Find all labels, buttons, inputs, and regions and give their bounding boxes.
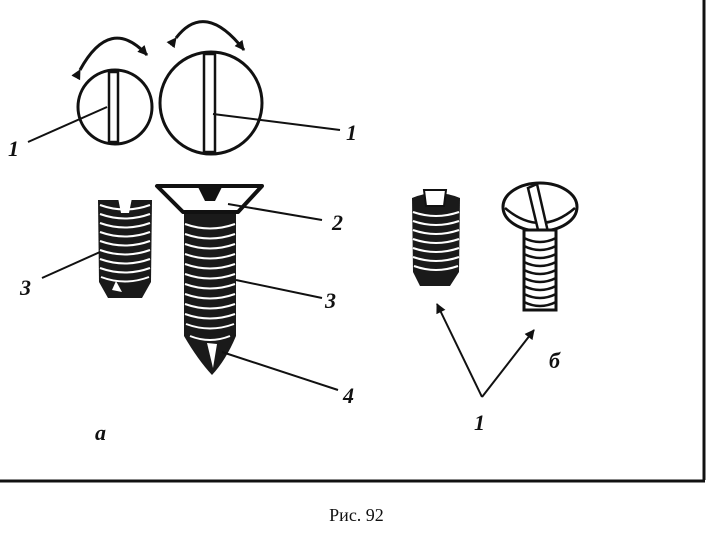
label-slot-large: 1	[346, 120, 357, 145]
label-part-a: а	[95, 420, 106, 445]
leader-head	[227, 203, 323, 221]
leader-slot-small	[27, 106, 108, 143]
label-slot-pointer: 1	[474, 410, 485, 435]
label-part-b: б	[549, 348, 560, 373]
label-countersunk-head: 2	[332, 210, 343, 235]
leader-thread-right	[235, 279, 323, 299]
pointer-arrow-left	[436, 303, 483, 398]
label-slot-small: 1	[8, 136, 19, 161]
leader-thread-left	[41, 251, 101, 279]
rotation-arrow-large	[166, 20, 246, 51]
label-thread-right: 3	[325, 288, 336, 313]
leader-slot-large	[212, 113, 341, 131]
leader-point	[221, 351, 339, 391]
wood-screw	[155, 184, 264, 375]
small-screw-head-top-view	[76, 68, 154, 146]
pointer-arrow-right	[481, 329, 535, 398]
large-screw-head-top-view	[158, 50, 264, 156]
rotation-arrow-small	[71, 36, 149, 81]
label-point: 4	[343, 383, 354, 408]
machine-screw-b	[501, 181, 579, 312]
set-screw-b	[412, 189, 460, 286]
label-thread-left: 3	[20, 275, 31, 300]
set-screw-left	[98, 198, 152, 298]
figure-caption: Рис. 92	[329, 505, 384, 525]
